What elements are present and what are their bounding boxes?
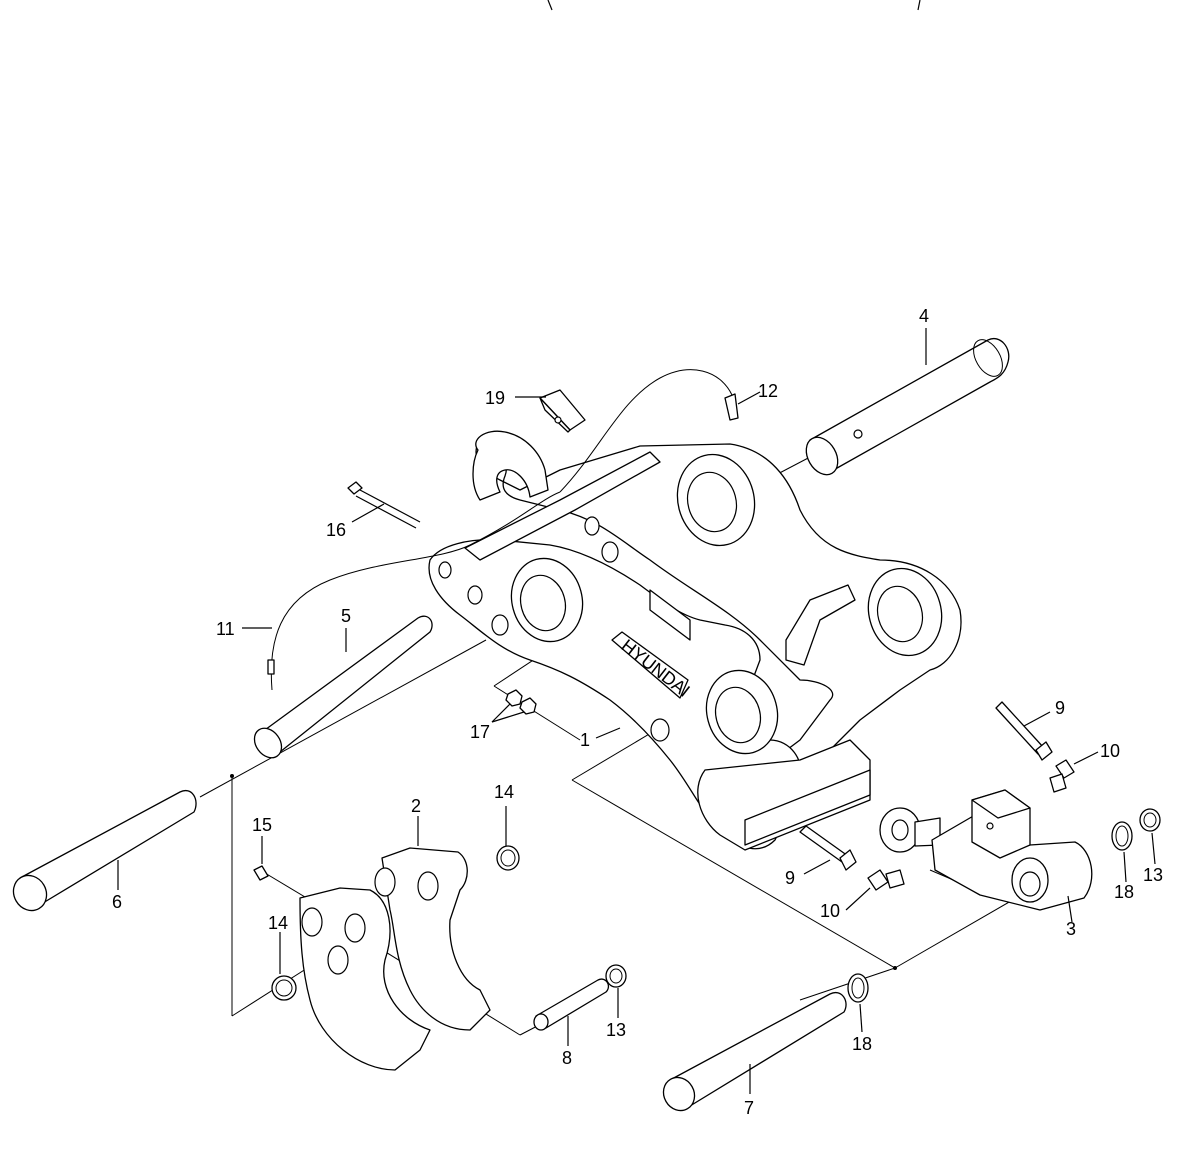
nuts-part-17 <box>505 689 537 715</box>
callout-12: 12 <box>758 381 778 401</box>
pin-part-4 <box>805 337 1010 476</box>
lanyard-part-11 <box>267 491 561 691</box>
bolt-part-9 <box>799 701 1053 871</box>
callout-8: 8 <box>562 1048 572 1068</box>
main-frame-part-1: HYUNDAI <box>428 430 962 851</box>
callout-13-left: 13 <box>606 1020 626 1040</box>
bracket-part-19 <box>539 389 586 433</box>
ring-part-18 <box>847 821 1133 1003</box>
callout-9-top: 9 <box>1055 698 1065 718</box>
callout-14-bottom: 14 <box>268 913 288 933</box>
callout-11: 11 <box>216 619 235 639</box>
ring-part-14 <box>271 845 520 1001</box>
callout-18-right: 18 <box>1114 882 1134 902</box>
callout-13-right: 13 <box>1143 865 1163 885</box>
pin-part-8 <box>533 978 610 1031</box>
callout-17: 17 <box>470 722 490 742</box>
title-fragment <box>547 0 921 11</box>
callout-3: 3 <box>1066 919 1076 939</box>
callout-18-left: 18 <box>852 1034 872 1054</box>
callout-7: 7 <box>744 1098 754 1118</box>
callout-15: 15 <box>252 815 272 835</box>
callout-5: 5 <box>341 606 351 626</box>
retaining-clip-part-12 <box>559 369 739 493</box>
snap-ring-part-13 <box>605 808 1161 988</box>
callout-14-top: 14 <box>494 782 514 802</box>
callout-1: 1 <box>580 730 590 750</box>
callout-10-top: 10 <box>1100 741 1120 761</box>
callout-labels: 4 12 19 16 11 5 17 1 9 10 6 2 14 15 14 9… <box>112 306 1163 1118</box>
callout-6: 6 <box>112 892 122 912</box>
callout-10-bottom: 10 <box>820 901 840 921</box>
grease-nipple-part-15 <box>253 865 269 881</box>
callout-19: 19 <box>485 388 505 408</box>
leader-lines <box>117 328 1156 1094</box>
pin-part-7 <box>662 991 847 1112</box>
fitting-part-10 <box>867 759 1075 891</box>
pin-part-5 <box>253 615 433 759</box>
hook-plates-part-2 <box>299 847 491 1071</box>
callout-9-bottom: 9 <box>785 868 795 888</box>
callout-4: 4 <box>919 306 929 326</box>
callout-2: 2 <box>411 796 421 816</box>
cylinder-part-3 <box>879 789 1093 911</box>
bolt-part-16 <box>347 481 421 529</box>
pin-part-6 <box>12 789 197 912</box>
callout-16: 16 <box>326 520 346 540</box>
